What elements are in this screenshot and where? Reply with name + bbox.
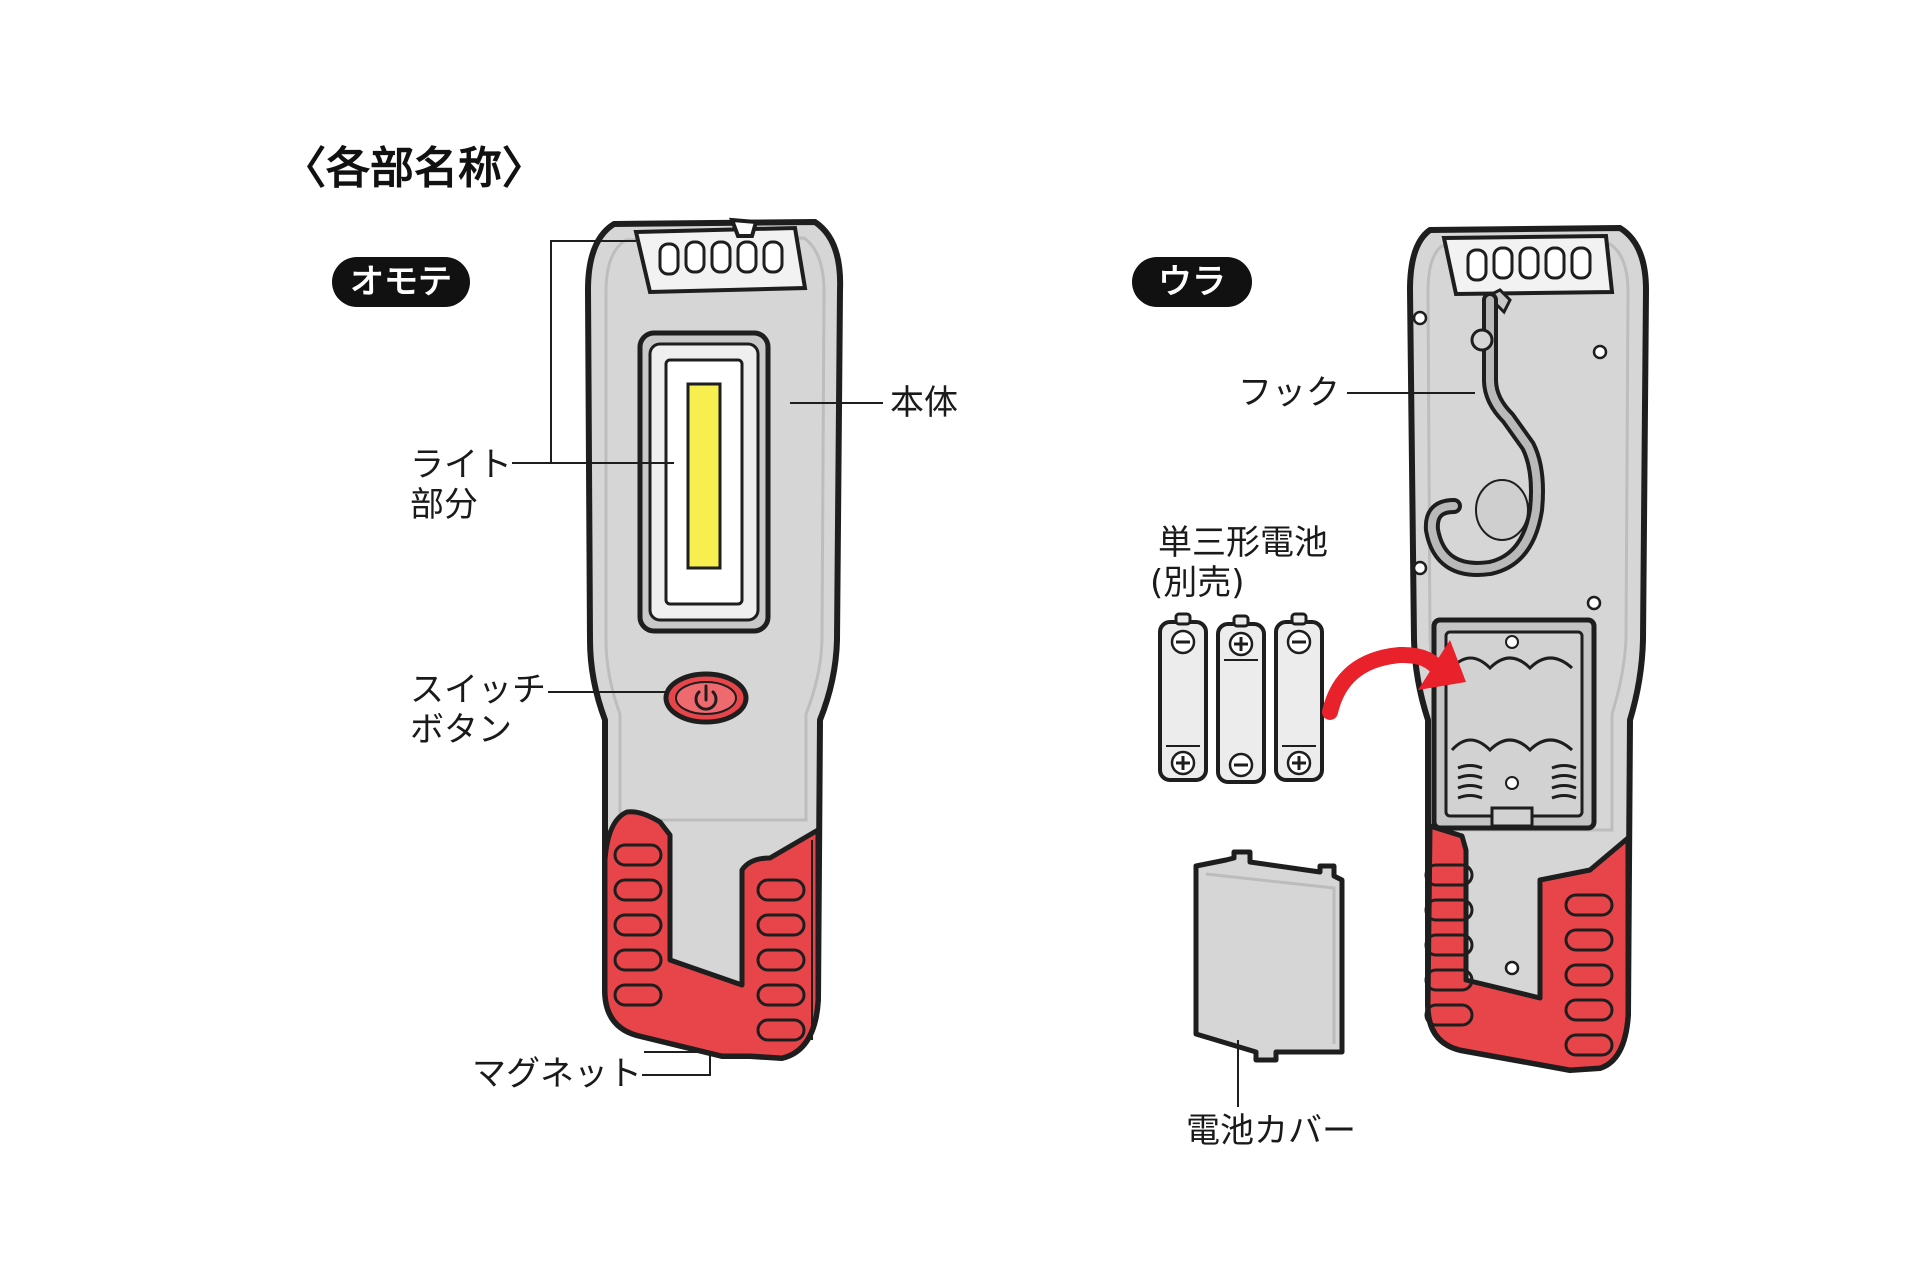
front-cob-led [686,382,722,570]
aa-batteries [1158,612,1324,784]
label-battery-line1: 単三形電池 [1158,523,1328,563]
back-grip [1425,823,1631,1073]
page-title: 〈各部名称〉 [282,143,546,194]
label-switch-line1: スイッチ [410,670,546,710]
minus-icon [1286,629,1312,655]
power-icon [694,684,718,711]
curved-arrow-icon [1322,640,1466,720]
label-switch-line2: ボタン [410,710,512,750]
front-badge: オモテ [332,257,470,307]
battery-right [1274,612,1324,782]
battery-middle [1216,614,1266,784]
label-battery-cover: 電池カバー [1186,1111,1356,1151]
front-grip [602,809,821,1061]
hook [1423,288,1545,577]
front-device [585,217,844,1061]
plus-icon [1170,750,1196,776]
label-light-line1: ライト [410,445,512,485]
battery-cover [1193,849,1345,1063]
label-battery-line2: (別売) [1150,563,1245,603]
label-hook: フック [1238,373,1340,413]
plus-icon [1228,631,1254,657]
label-magnet: マグネット [472,1054,642,1094]
label-light-line2: 部分 [410,485,478,525]
front-leader-lines [512,240,883,1076]
label-body: 本体 [890,383,958,423]
minus-icon [1170,629,1196,655]
back-badge: ウラ [1132,257,1252,307]
minus-icon [1228,752,1254,778]
back-device [1407,225,1649,1073]
back-leader-lines [1237,392,1475,1107]
battery-left [1158,612,1208,782]
plus-icon [1286,750,1312,776]
